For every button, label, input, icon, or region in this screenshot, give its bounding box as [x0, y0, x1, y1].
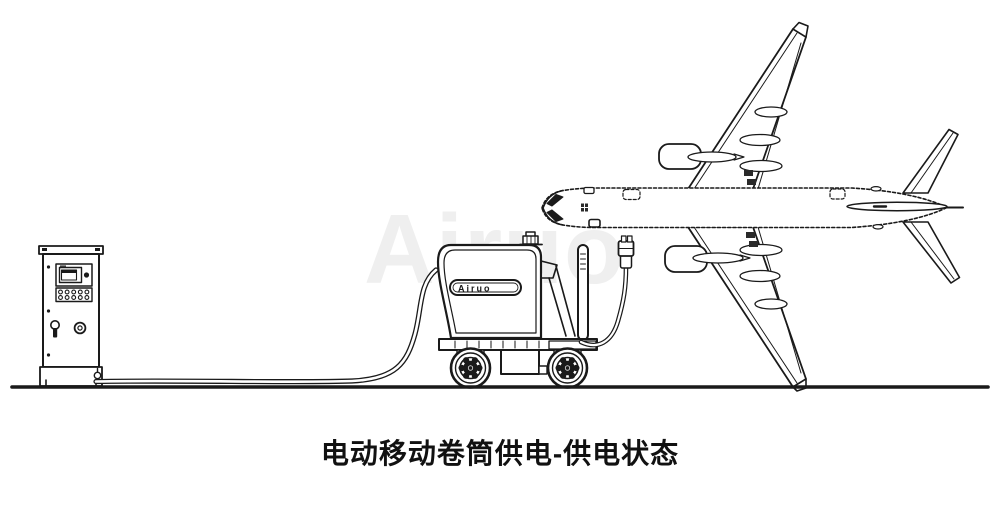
airplane-hatch-symbol-icon	[580, 203, 589, 212]
cart-brand-badge: Airuo	[449, 279, 522, 296]
cabinet-screw	[46, 353, 51, 357]
aircraft-plug	[617, 235, 635, 269]
cabinet-control-panel	[55, 263, 93, 303]
cart-wheel-rear	[546, 347, 589, 389]
cabinet-lock-icon	[73, 321, 87, 335]
airplane-engine-upper	[658, 143, 745, 170]
ground-power-cable	[93, 267, 439, 385]
cabinet-screw	[46, 265, 51, 269]
airplane-fin	[846, 201, 948, 212]
airplane-engine-lower	[664, 245, 751, 273]
airplane-service-port-outline	[829, 188, 846, 200]
airplane-stabilizer-lower	[902, 221, 961, 284]
airplane	[541, 21, 964, 392]
cabinet-power-button[interactable]	[83, 272, 90, 278]
cabinet-base	[39, 366, 103, 387]
caption-title: 电动移动卷筒供电-供电状态	[320, 438, 680, 469]
cart-storage-box	[500, 349, 540, 375]
cabinet-cable-gland	[93, 367, 102, 380]
airplane-door-bottom	[588, 218, 601, 228]
cart-storage-box-latch	[538, 365, 548, 375]
cabinet-top-plate	[38, 245, 104, 255]
airplane-antenna-bottom	[872, 224, 884, 230]
cart-top-knob	[519, 231, 543, 246]
power-cabinet	[38, 245, 104, 387]
cart-push-handle[interactable]	[577, 244, 589, 341]
aircraft-supply-cable	[578, 235, 635, 348]
airplane-door-top	[583, 186, 595, 195]
cart-rear-support	[540, 260, 576, 337]
cabinet-screw	[46, 309, 51, 313]
airplane-cockpit-windows-icon	[546, 194, 564, 222]
reel-cart: Airuo	[436, 231, 598, 389]
cart-wheel-front	[449, 347, 492, 389]
airplane-power-port-outline	[622, 188, 641, 201]
airplane-wing-upper	[658, 21, 809, 190]
airplane-fuselage	[541, 186, 964, 230]
airplane-stabilizer-upper	[902, 128, 959, 194]
cabinet-keypad[interactable]	[55, 287, 93, 303]
cabinet-key-switch[interactable]	[49, 319, 60, 338]
airplane-wing-lower	[664, 226, 807, 392]
cart-brand-label: Airuo	[458, 284, 492, 294]
airplane-antenna-top	[870, 186, 882, 192]
